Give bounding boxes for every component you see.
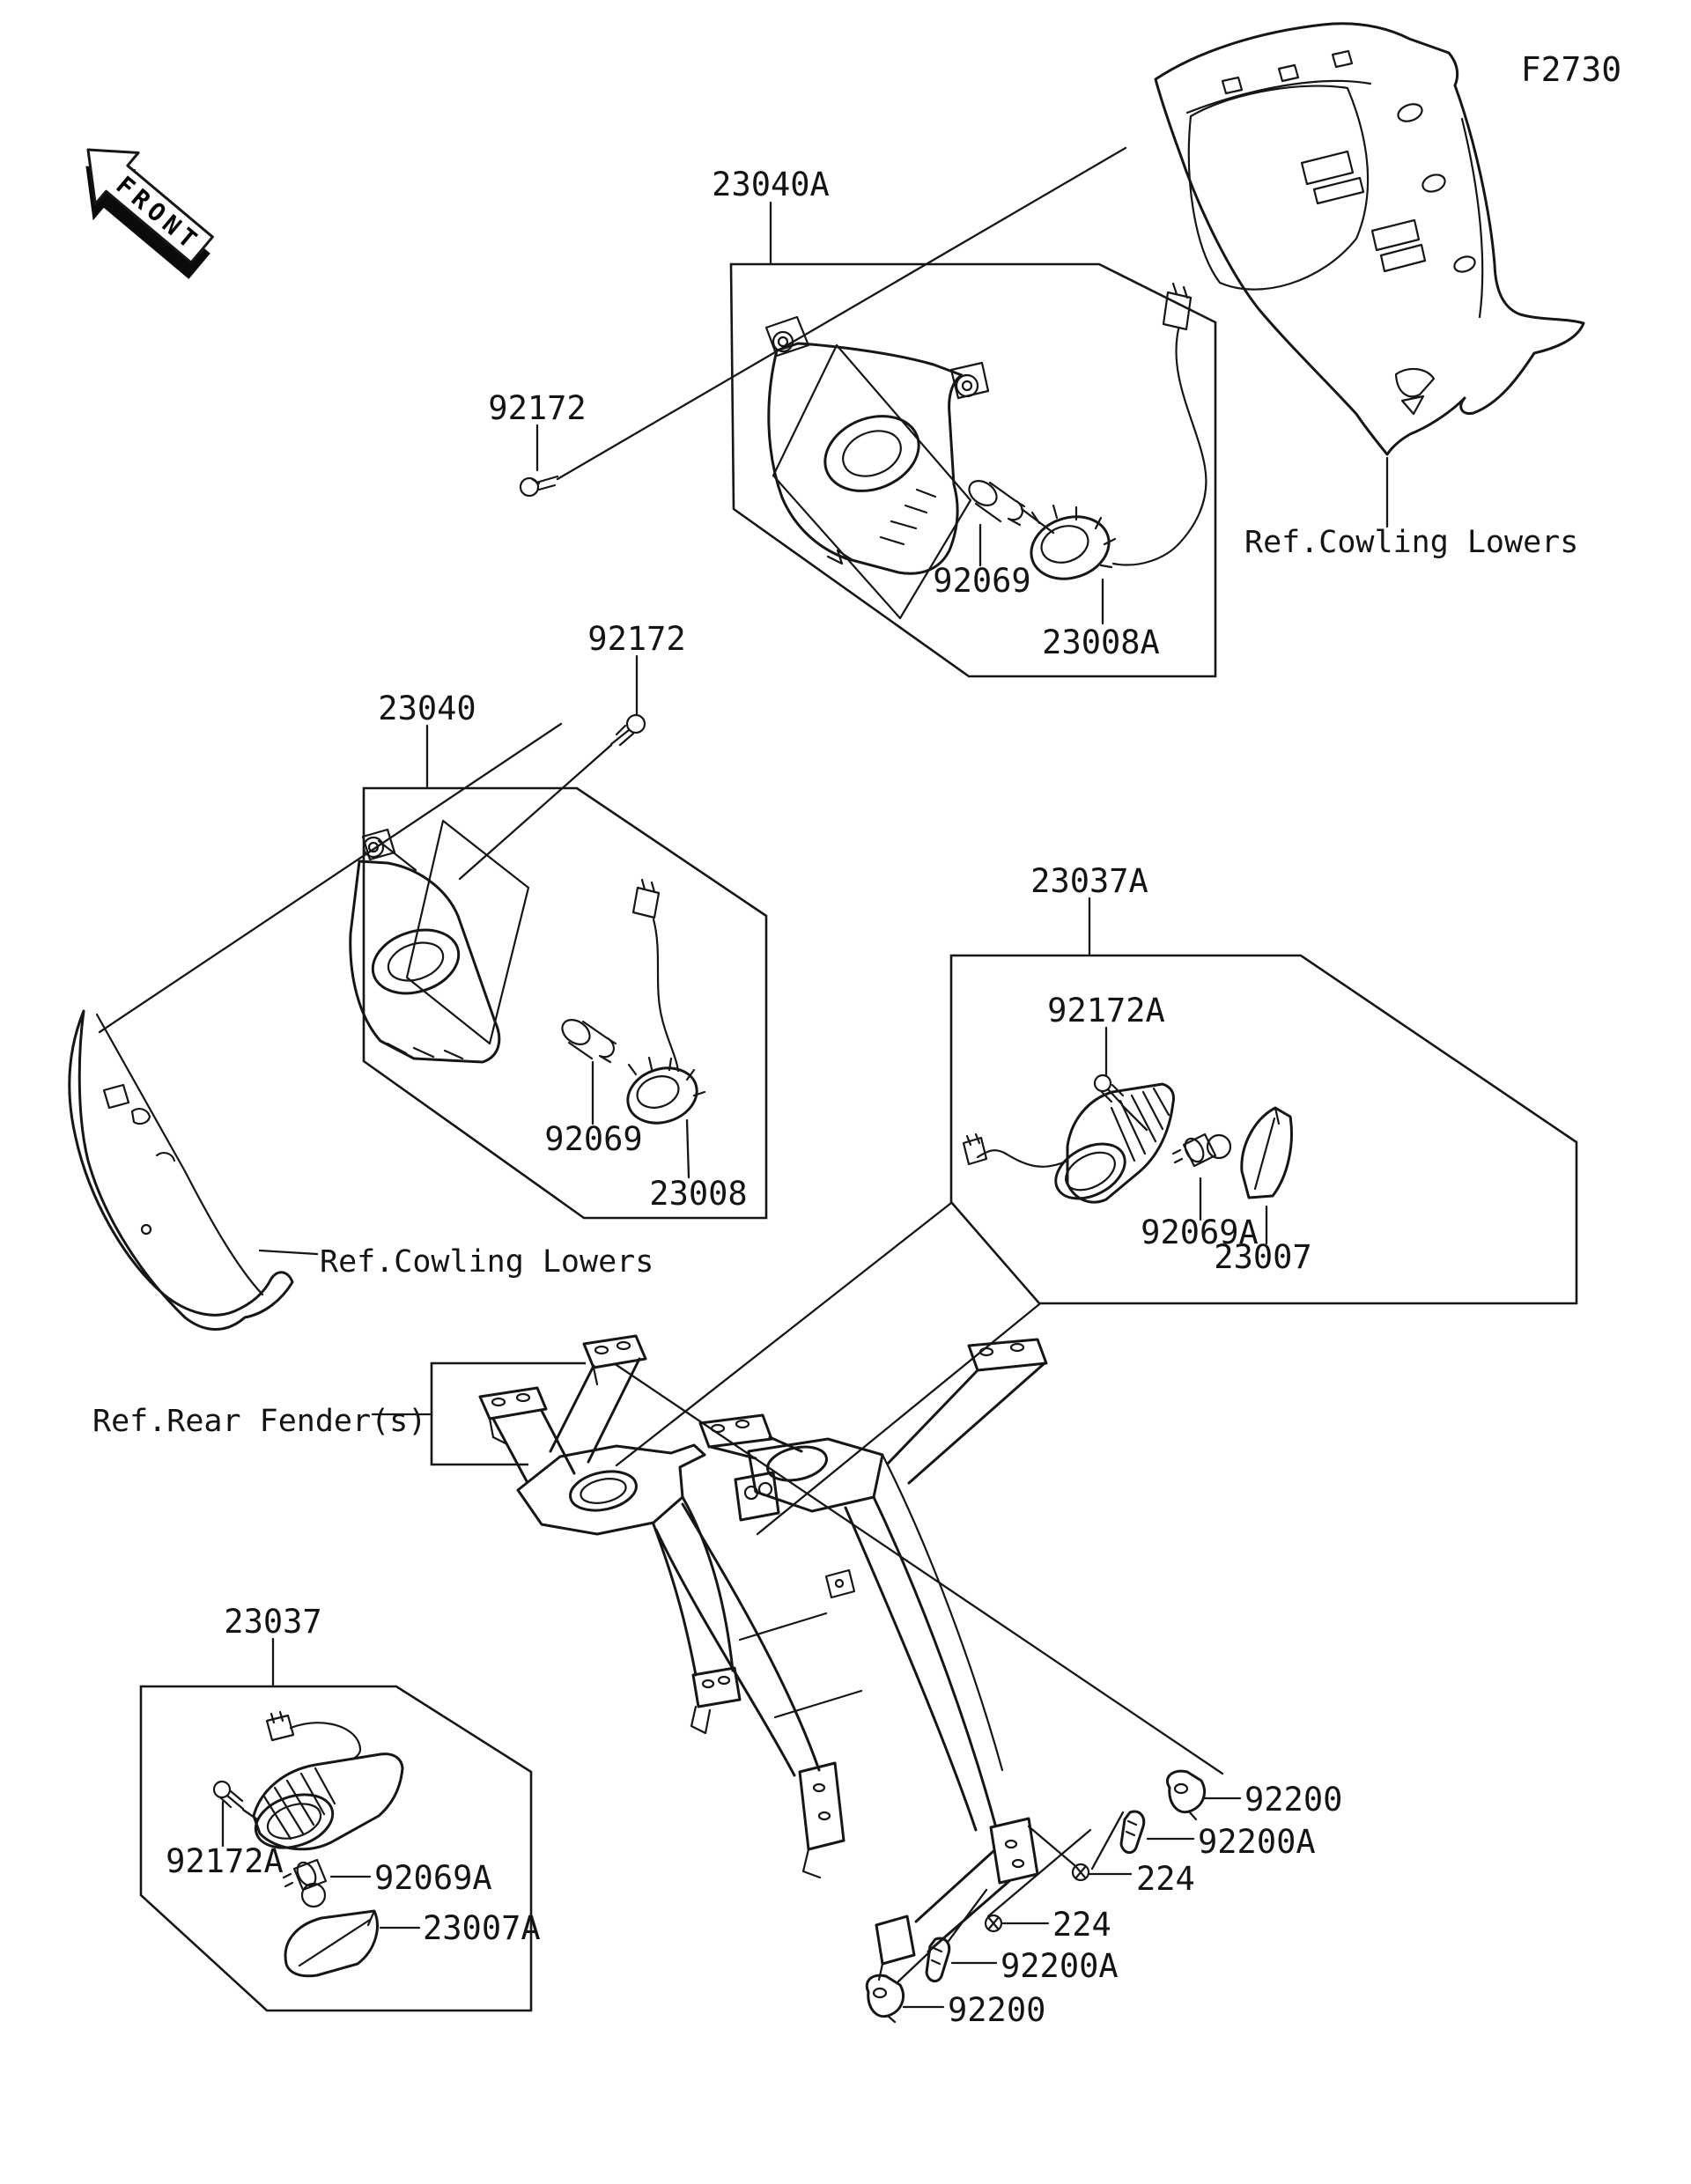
lead-line-front-left-signal-mount: [98, 722, 563, 1034]
bulb-socket-92069A-2-drawing: [282, 1858, 328, 1908]
lead-line-92172-2: [458, 743, 613, 881]
screw-224-2-drawing: [984, 1914, 1003, 1933]
callout-224-2: 224: [1052, 1906, 1111, 1944]
front-signal-left-drawing: [349, 819, 530, 1064]
callout-92200-2: 92200: [948, 1991, 1045, 2029]
ref-cowling-lowers-left: Ref.Cowling Lowers: [320, 1244, 654, 1280]
lead-line-92200A-1: [1090, 1811, 1125, 1870]
cowling-lowers-left-drawing: [68, 1009, 294, 1331]
callout-92069A-2: 92069A: [374, 1859, 492, 1897]
lens-23007-drawing: [1240, 1106, 1293, 1199]
callout-23008: 23008: [649, 1175, 747, 1213]
rear-signal-right-drawing: [962, 1082, 1175, 1204]
lead-line-92200-2: [897, 1950, 932, 1983]
callout-23008A: 23008A: [1042, 623, 1160, 661]
lead-line-224-2: [986, 1828, 1092, 1918]
callout-92200A-2: 92200A: [1001, 1947, 1119, 1985]
ref-cowling-lowers-top: Ref.Cowling Lowers: [1244, 525, 1578, 560]
bracket-92200A-2-drawing: [925, 1937, 951, 1983]
ref-rear-fenders: Ref.Rear Fender(s): [92, 1404, 426, 1439]
ref-rear-fender-bracket: [430, 1361, 586, 1466]
callout-23007: 23007: [1214, 1238, 1311, 1276]
front-arrow-icon: FRONT: [85, 148, 214, 279]
bulb-socket-92069A-1-drawing: [1171, 1133, 1232, 1168]
callout-92069-2: 92069: [544, 1120, 642, 1158]
leader-23008: [685, 1118, 690, 1179]
bracket-92200-1-drawing: [1166, 1769, 1206, 1821]
group-box-23040: [362, 786, 768, 1220]
screw-92172-1-drawing: [519, 475, 559, 498]
lens-23007A-drawing: [284, 1909, 379, 1978]
bracket-92200-2-drawing: [865, 1974, 905, 2024]
callout-92172A-1: 92172A: [1047, 992, 1165, 1029]
bulb-92069-2-drawing: [561, 1019, 617, 1064]
lead-line-92200A-2: [947, 1888, 988, 1943]
socket-23008-drawing: [626, 878, 706, 1125]
callout-92069-1: 92069: [933, 562, 1030, 600]
screw-92172-2-drawing: [609, 713, 646, 747]
screw-92172A-2-drawing: [212, 1780, 245, 1811]
lead-line-fender-to-bracket: [615, 1363, 1224, 1775]
lead-line-224-1: [1027, 1825, 1076, 1867]
screw-224-1-drawing: [1071, 1863, 1090, 1882]
callout-23037: 23037: [224, 1603, 321, 1641]
callout-92200-1: 92200: [1244, 1781, 1342, 1819]
callout-92172-2: 92172: [587, 620, 685, 658]
drawing-code: F2730: [1521, 50, 1621, 89]
callout-23037A: 23037A: [1030, 862, 1148, 900]
callout-23040A: 23040A: [712, 166, 830, 203]
bulb-92069-1-drawing: [968, 480, 1026, 527]
bracket-92200A-1-drawing: [1119, 1810, 1146, 1855]
callout-23007A: 23007A: [423, 1909, 541, 1947]
group-box-23040A: [729, 262, 1217, 678]
lead-line-rear-right-signal-mount-2: [756, 1302, 1041, 1536]
callout-92200A-1: 92200A: [1198, 1823, 1316, 1861]
socket-23008A-drawing: [1030, 282, 1207, 580]
callout-224-1: 224: [1136, 1860, 1195, 1898]
lead-line-front-right-signal-mount: [556, 146, 1127, 481]
lead-line-92172A-2: [241, 1808, 259, 1821]
leader-ref-cowling-left: [258, 1249, 319, 1256]
callout-92172-1: 92172: [488, 389, 586, 427]
lead-line-rear-right-signal-mount-1: [615, 1201, 953, 1467]
callout-92172A-2: 92172A: [166, 1842, 284, 1880]
rear-fender-drawing: [478, 1334, 1048, 1981]
group-box-23037: [139, 1685, 533, 2012]
cowling-lowers-top-drawing: [1154, 22, 1585, 456]
front-signal-right-drawing: [764, 315, 990, 620]
rear-signal-left-drawing: [252, 1710, 404, 1851]
callout-23040: 23040: [378, 690, 476, 727]
lead-line-92172A-1: [1120, 1103, 1148, 1132]
callout-92069A-1: 92069A: [1141, 1214, 1259, 1251]
